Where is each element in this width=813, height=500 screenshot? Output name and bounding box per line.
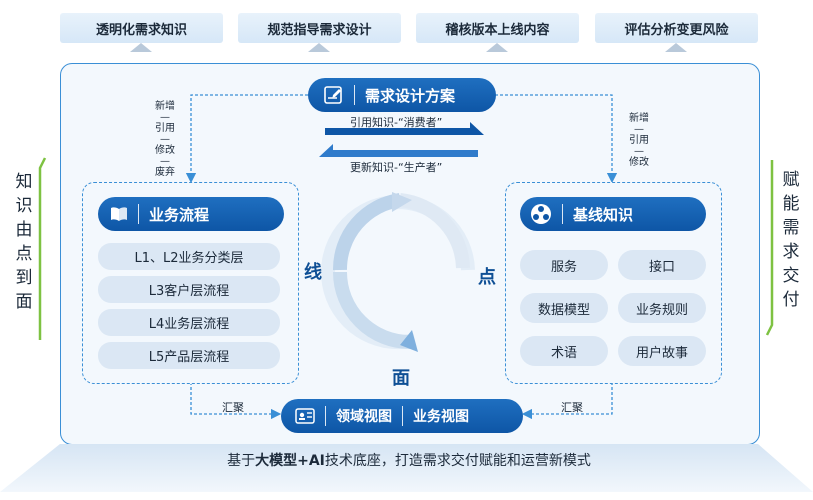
bottom-platform — [0, 444, 813, 492]
business-flow-label: 业务流程 — [149, 205, 210, 224]
business-flow-item: L3客户层流程 — [98, 276, 280, 303]
baseline-item: 服务 — [520, 250, 608, 280]
knowledge-network-icon — [530, 203, 552, 225]
bottom-suffix: 技术底座，打造需求交付赋能和运营新模式 — [324, 453, 591, 469]
domain-view-label: 领域视图 — [336, 409, 392, 425]
side-char: 需 — [782, 218, 800, 238]
note-line: 引用 — [155, 123, 175, 134]
side-char: 赋 — [782, 170, 800, 190]
side-char: 交 — [782, 266, 800, 286]
side-char: 识 — [15, 196, 33, 216]
top-tab-label: 透明化需求知识 — [95, 22, 187, 38]
note-line: 新增 — [155, 101, 175, 112]
design-plan-header: 需求设计方案 — [308, 78, 496, 112]
bottom-bold: 大模型+AI — [255, 453, 325, 469]
note-line: 新增 — [629, 113, 649, 124]
left-side-text: 知 识 由 点 到 面 — [14, 170, 34, 314]
item-label: 业务规则 — [635, 302, 688, 318]
up-arrow-icon — [665, 43, 687, 52]
business-view-label: 业务视图 — [413, 409, 469, 425]
note-line: — — [160, 156, 170, 167]
baseline-item: 数据模型 — [520, 293, 608, 323]
bottom-caption: 基于 大模型+AI 技术底座，打造需求交付赋能和运营新模式 — [60, 447, 758, 473]
item-label: 服务 — [550, 259, 577, 275]
note-line: 引用 — [629, 135, 649, 146]
top-tab-1: 透明化需求知识 — [60, 13, 223, 43]
aggregate-left-label: 汇聚 — [222, 401, 244, 414]
separator — [562, 204, 563, 224]
side-char: 到 — [15, 268, 33, 288]
item-label: L1、L2业务分类层 — [134, 251, 244, 266]
note-line: — — [160, 134, 170, 145]
top-tab-2: 规范指导需求设计 — [238, 13, 401, 43]
cycle-label-point: 点 — [478, 267, 496, 288]
side-char: 面 — [15, 292, 33, 312]
baseline-knowledge-header: 基线知识 — [520, 197, 706, 231]
right-bracket-line — [765, 160, 774, 336]
item-label: 术语 — [550, 345, 577, 361]
top-tab-label: 稽核版本上线内容 — [445, 22, 550, 38]
cycle-label-line: 线 — [304, 262, 322, 283]
business-flow-header: 业务流程 — [98, 197, 284, 231]
business-flow-item: L4业务层流程 — [98, 309, 280, 336]
separator — [325, 406, 326, 426]
note-line: 废弃 — [155, 167, 175, 178]
up-arrow-icon — [308, 43, 330, 52]
views-header: 领域视图 业务视图 — [281, 399, 523, 433]
item-label: L4业务层流程 — [148, 317, 230, 332]
side-char: 点 — [15, 244, 33, 264]
separator — [354, 85, 355, 105]
baseline-item: 接口 — [618, 250, 706, 280]
side-char: 知 — [15, 172, 33, 192]
baseline-item: 术语 — [520, 336, 608, 366]
baseline-item: 业务规则 — [618, 293, 706, 323]
document-edit-icon — [324, 86, 344, 104]
item-label: L3客户层流程 — [148, 284, 230, 299]
note-line: — — [634, 146, 644, 157]
design-plan-label: 需求设计方案 — [365, 86, 456, 105]
id-card-icon — [295, 408, 315, 424]
left-note: 新增 — 引用 — 修改 — 废弃 — [152, 101, 178, 178]
separator — [138, 204, 139, 224]
note-line: 修改 — [155, 145, 175, 156]
side-char: 付 — [782, 290, 800, 310]
item-label: 数据模型 — [537, 302, 590, 318]
cycle-label-surface: 面 — [392, 368, 410, 389]
business-flow-item: L5产品层流程 — [98, 342, 280, 369]
up-arrow-icon — [486, 43, 508, 52]
note-line: 修改 — [629, 157, 649, 168]
right-note: 新增 — 引用 — 修改 — [626, 113, 652, 168]
right-side-text: 赋 能 需 求 交 付 — [781, 168, 801, 312]
top-tab-label: 规范指导需求设计 — [267, 22, 372, 38]
left-bracket-line — [38, 157, 47, 340]
bottom-prefix: 基于 — [227, 453, 256, 469]
aggregate-right-label: 汇聚 — [561, 401, 583, 414]
book-icon — [110, 206, 128, 222]
separator — [402, 406, 403, 426]
up-arrow-icon — [130, 43, 152, 52]
top-tab-3: 稽核版本上线内容 — [416, 13, 579, 43]
side-char: 能 — [782, 194, 800, 214]
top-tab-label: 评估分析变更风险 — [624, 22, 729, 38]
item-label: L5产品层流程 — [148, 350, 230, 365]
item-label: 接口 — [648, 259, 675, 275]
baseline-item: 用户故事 — [618, 336, 706, 366]
top-tab-4: 评估分析变更风险 — [595, 13, 758, 43]
note-line: — — [160, 112, 170, 123]
update-arrow-label: 更新知识-“生产者” — [350, 161, 443, 174]
business-flow-item: L1、L2业务分类层 — [98, 243, 280, 270]
item-label: 用户故事 — [635, 345, 688, 361]
side-char: 由 — [15, 220, 33, 240]
baseline-knowledge-label: 基线知识 — [573, 205, 634, 224]
ref-arrow-label: 引用知识-“消费者” — [350, 116, 443, 129]
side-char: 求 — [782, 242, 800, 262]
note-line: — — [634, 124, 644, 135]
